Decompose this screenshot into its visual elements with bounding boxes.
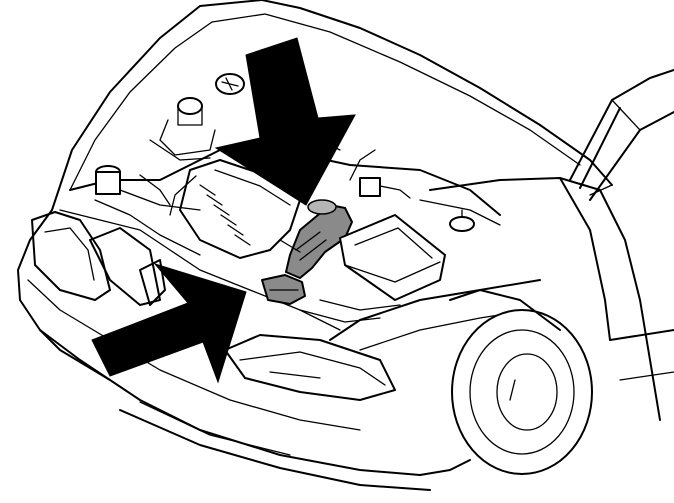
windshield: [569, 69, 674, 201]
right-headlight: [224, 334, 396, 401]
right-cap: [419, 199, 501, 232]
air-intake-hose: [285, 199, 353, 279]
air-filter-box: [339, 177, 446, 301]
coolant-reservoir: [95, 165, 121, 195]
washer-cap: [215, 73, 245, 95]
arrow-pointing-down: [214, 37, 356, 206]
front-wheel: [449, 289, 593, 475]
arrow-pointing-up-right: [91, 263, 247, 384]
air-intake-hose-lower: [261, 274, 306, 305]
open-hood: [51, 0, 613, 211]
brake-fluid-reservoir: [159, 97, 216, 156]
